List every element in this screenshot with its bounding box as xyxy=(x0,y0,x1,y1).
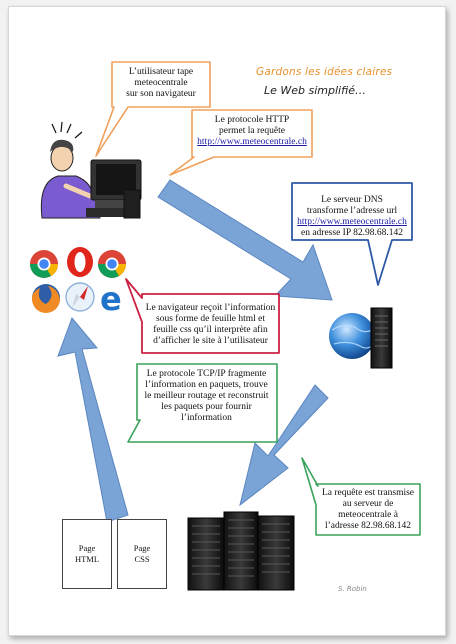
bubble-request-text: La requête est transmise au serveur de m… xyxy=(321,488,415,531)
bubble-request xyxy=(301,457,421,536)
chrome-icon xyxy=(30,250,58,278)
globe-server-icon xyxy=(329,307,393,369)
header-title: Gardons les idées claires xyxy=(256,66,393,78)
bubble-user xyxy=(95,61,211,157)
ie-icon: e xyxy=(100,280,122,318)
http-url-link[interactable]: http://www.meteocentrale.ch xyxy=(197,137,307,147)
bubble-user-text: L’utilisateur tape meteocentrale sur son… xyxy=(126,67,196,99)
page-html-label-1: Page xyxy=(78,543,96,553)
browser-icons: e xyxy=(30,247,126,318)
firefox-icon xyxy=(31,284,60,314)
bubble-tcpip xyxy=(127,363,278,443)
arrow-user-to-dns xyxy=(157,179,333,301)
signature: S. Robin xyxy=(338,585,367,593)
page-css-label-1: Page xyxy=(133,543,151,553)
svg-text:e: e xyxy=(100,280,122,318)
arrow-server-to-browser xyxy=(57,317,129,523)
page-html-label-2: HTML xyxy=(74,554,100,564)
safari-icon xyxy=(65,282,95,312)
bubble-browser-text: Le navigateur reçoit l’information sous … xyxy=(145,303,276,346)
page-css-label-2: CSS xyxy=(134,554,150,564)
bubble-dns xyxy=(291,182,413,286)
user-computer-icon xyxy=(40,121,142,219)
page-html-box: Page HTML xyxy=(62,519,112,589)
chrome-icon xyxy=(98,250,126,278)
header-subtitle: Le Web simplifié… xyxy=(264,84,366,97)
dns-url-link[interactable]: http://www.meteocentrale.ch xyxy=(297,217,407,227)
arrow-dns-to-server xyxy=(239,384,329,507)
bubble-tcpip-text: Le protocole TCP/IP fragmente l’informat… xyxy=(144,369,269,423)
opera-icon xyxy=(67,247,93,277)
server-rack-icon xyxy=(187,511,295,591)
bubble-http xyxy=(169,109,313,176)
bubble-http-text: Le protocole HTTP permet la requête http… xyxy=(194,115,310,148)
bubble-dns-text: Le serveur DNS transforme l’adresse url … xyxy=(294,195,410,239)
page-css-box: Page CSS xyxy=(117,519,167,589)
bubble-browser xyxy=(125,278,280,354)
